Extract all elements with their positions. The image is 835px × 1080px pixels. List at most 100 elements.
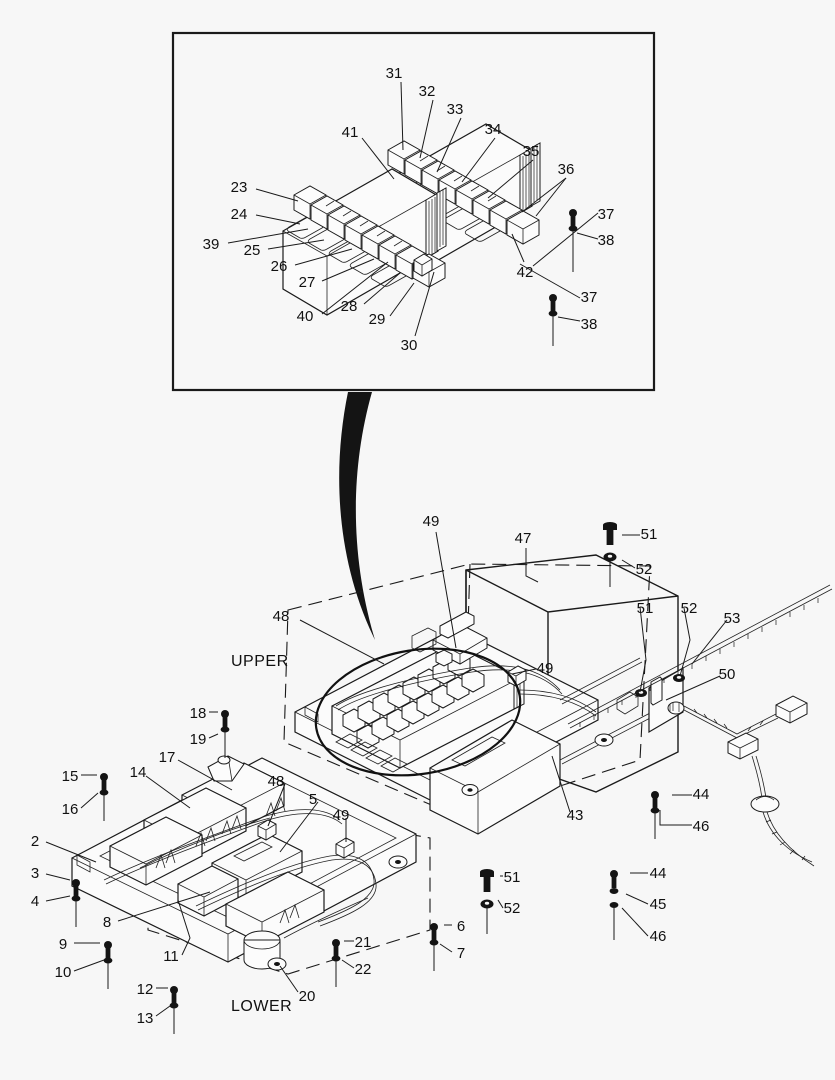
section-text: UPPER LOWER [231, 653, 292, 1015]
detail-pointer-arrow [339, 392, 375, 640]
harness-cable-branch [683, 695, 815, 867]
detail-callout-circle [314, 647, 522, 777]
callout-20: 20 [299, 988, 316, 1005]
callout-11: 11 [163, 948, 179, 965]
bolt-15-16 [99, 772, 109, 822]
callout-37-lower: 37 [581, 289, 598, 306]
callout-16: 16 [62, 801, 79, 818]
label-lower: LOWER [231, 998, 292, 1015]
callout-53: 53 [724, 610, 741, 627]
callout-14: 14 [130, 764, 147, 781]
callout-9: 9 [59, 936, 67, 953]
callout-22: 22 [355, 961, 372, 978]
callout-33: 33 [447, 101, 464, 118]
callout-38-upper: 38 [598, 232, 615, 249]
callout-30: 30 [401, 337, 418, 354]
lower-mount-eyelet [388, 855, 408, 869]
inset-fastener-37-38-upper [568, 209, 578, 272]
callout-10: 10 [55, 964, 72, 981]
callout-45: 45 [650, 896, 667, 913]
callout-51-c: 51 [504, 869, 521, 886]
upper-mount-eyelet-right [594, 733, 614, 747]
latch-marks-front [325, 200, 403, 247]
callout-47: 47 [515, 530, 532, 547]
callout-2: 2 [31, 833, 39, 850]
inset-relay-assembly: 31 32 33 34 35 36 37 38 23 24 39 25 26 2… [203, 65, 615, 354]
callout-44-b: 44 [650, 865, 667, 882]
inset-fastener-37-38-lower [548, 294, 558, 346]
callout-31: 31 [386, 65, 403, 82]
callout-26: 26 [271, 258, 288, 275]
bolt-18-19 [220, 709, 230, 759]
fastener-stacks [71, 521, 660, 1035]
callout-8: 8 [103, 914, 111, 931]
callout-49-b: 49 [537, 660, 554, 677]
callout-17: 17 [159, 749, 176, 766]
callout-28: 28 [341, 298, 358, 315]
callout-51-a: 51 [641, 526, 658, 543]
callout-48-a: 48 [273, 608, 290, 625]
latch-marks-rear [419, 155, 497, 202]
lower-wire-loom [103, 809, 377, 939]
callout-12: 12 [137, 981, 154, 998]
lower-module-left [109, 816, 203, 886]
bolt-44-46 [650, 790, 660, 840]
callout-37-upper: 37 [598, 206, 615, 223]
callout-25: 25 [244, 242, 261, 259]
bolt-51-52-top [602, 521, 618, 588]
callout-46-b: 46 [650, 928, 667, 945]
bolt-51-52-bottom [479, 868, 495, 935]
callout-27: 27 [299, 274, 316, 291]
lower-mount-eyelet-b [267, 957, 287, 971]
callout-32: 32 [419, 83, 436, 100]
callout-40: 40 [297, 308, 314, 325]
bolt-6-7 [429, 922, 439, 972]
callout-24: 24 [231, 206, 248, 223]
connector-fins-rear [519, 142, 541, 214]
callout-7: 7 [457, 945, 465, 962]
label-upper: UPPER [231, 653, 289, 670]
callout-52-c: 52 [504, 900, 521, 917]
bolt-21-22 [331, 938, 341, 988]
upper-mount-eyelet-front [461, 784, 479, 796]
callout-52-b: 52 [681, 600, 698, 617]
callout-43: 43 [567, 807, 584, 824]
callout-13: 13 [137, 1010, 154, 1027]
inset-frame [171, 31, 656, 392]
callout-41: 41 [342, 124, 359, 141]
callout-21: 21 [355, 934, 372, 951]
wire-harness-assembly [567, 584, 833, 867]
bolt-44-45-46 [609, 870, 619, 940]
bolt-12-13 [169, 985, 179, 1035]
upper-assembly [283, 554, 679, 841]
connector-fins-front [425, 187, 447, 259]
lower-bracket-18 [207, 755, 245, 782]
lower-clamp-48 [257, 819, 277, 841]
callout-52-a: 52 [636, 561, 653, 578]
wire-clamp-49-b [435, 649, 453, 667]
callout-3: 3 [31, 865, 39, 882]
callout-35: 35 [523, 143, 540, 160]
callout-42: 42 [517, 264, 534, 281]
inset-callout-labels: 31 32 33 34 35 36 37 38 23 24 39 25 26 2… [203, 65, 615, 354]
callout-4: 4 [31, 893, 39, 910]
callout-39: 39 [203, 236, 220, 253]
callout-18: 18 [190, 705, 207, 722]
callout-5: 5 [309, 791, 317, 808]
upper-wire-loom [335, 657, 655, 765]
callout-23: 23 [231, 179, 248, 196]
callout-15: 15 [62, 768, 79, 785]
relay-bank-front [282, 168, 447, 316]
lower-assembly [71, 755, 431, 975]
callout-49-c: 49 [333, 807, 350, 824]
callout-48-b: 48 [268, 773, 285, 790]
callout-51-b: 51 [637, 600, 654, 617]
main-callout-labels: 49 47 51 52 51 52 53 50 48 49 43 44 46 4… [31, 513, 741, 1027]
upper-relay-block [331, 643, 525, 773]
callout-34: 34 [485, 121, 502, 138]
callout-38-lower: 38 [581, 316, 598, 333]
inset-leader-lines [227, 81, 599, 337]
callout-44-a: 44 [693, 786, 710, 803]
